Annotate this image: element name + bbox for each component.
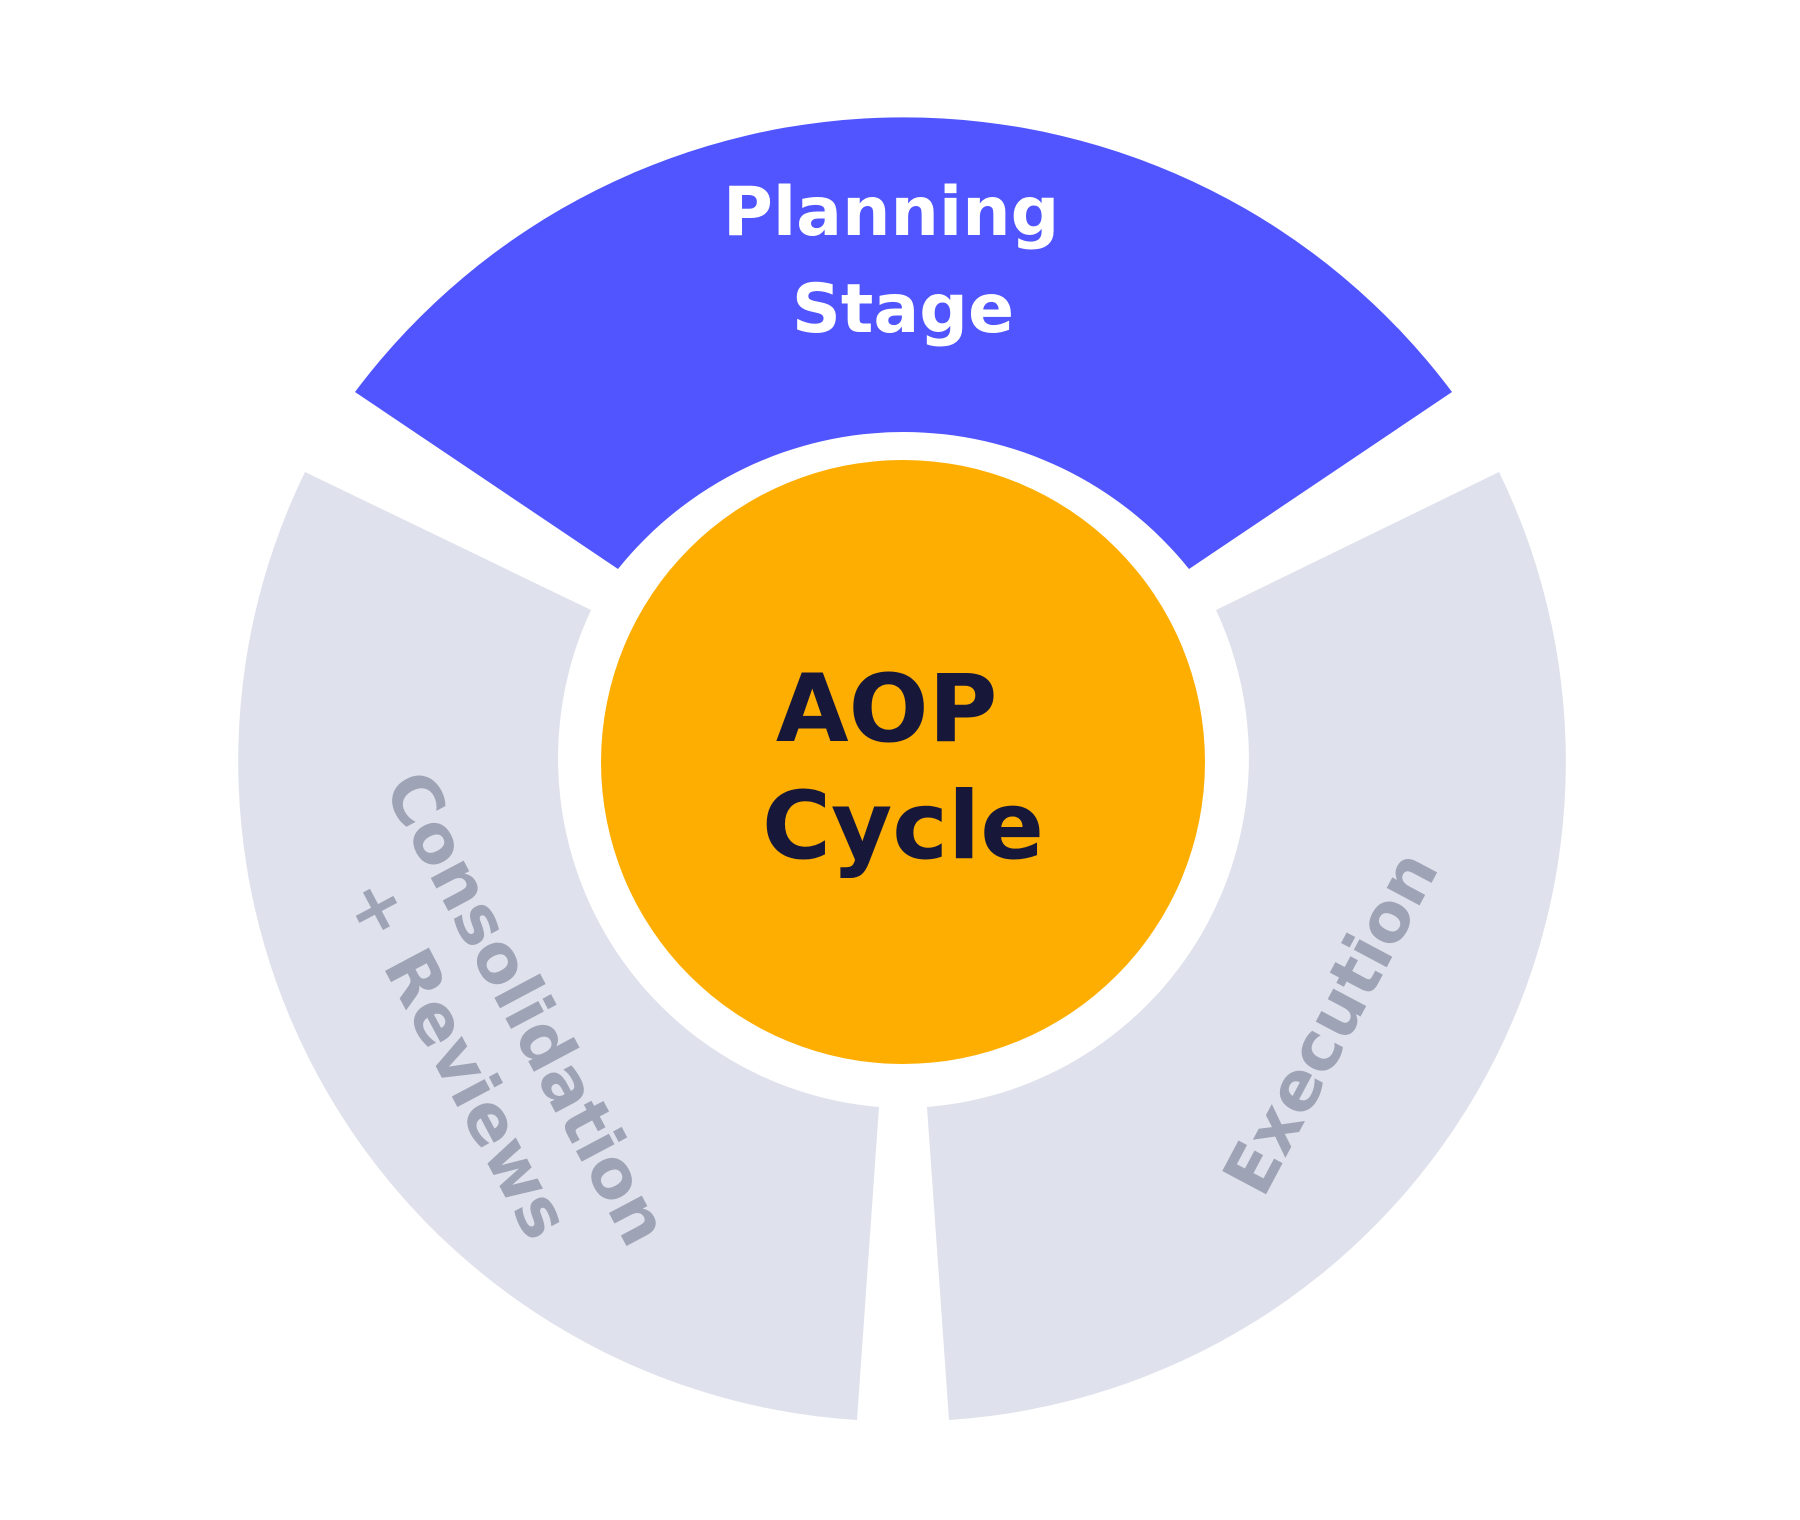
segment-execution-shape[interactable] bbox=[927, 472, 1566, 1420]
center-circle bbox=[601, 460, 1205, 1064]
segment-planning-shape[interactable] bbox=[355, 117, 1452, 570]
center-hub: AOP Cycle bbox=[601, 460, 1205, 1064]
center-title: AOP Cycle bbox=[762, 655, 1044, 881]
segment-planning-stage[interactable]: Planning Stage bbox=[355, 117, 1452, 570]
center-title-line-1: AOP bbox=[776, 655, 998, 764]
segment-consolidation-shape[interactable] bbox=[238, 472, 880, 1420]
segment-planning-label: Planning Stage bbox=[723, 173, 1083, 349]
segment-consolidation-reviews[interactable]: Consolidation + Reviews bbox=[238, 472, 880, 1420]
planning-label-line-1: Planning bbox=[723, 173, 1059, 252]
segment-execution[interactable]: Execution bbox=[927, 472, 1566, 1420]
center-title-line-2: Cycle bbox=[762, 772, 1044, 881]
planning-label-line-2: Stage bbox=[792, 270, 1014, 349]
